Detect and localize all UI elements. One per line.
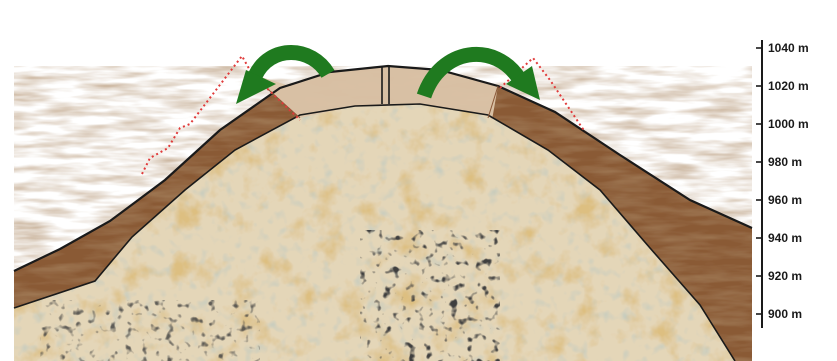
scale-tick-label: 980 m [768, 155, 802, 169]
scale-tick-label: 940 m [768, 231, 802, 245]
scale-tick-label: 900 m [768, 307, 802, 321]
elevation-scale: 1040 m 1020 m 1000 m 980 m 960 m 940 m 920 m 90… [756, 40, 809, 328]
scale-tick-label: 920 m [768, 269, 802, 283]
scale-tick-label: 1020 m [768, 79, 809, 93]
scale-tick-label: 1000 m [768, 117, 809, 131]
scale-tick-label: 1040 m [768, 41, 809, 55]
scale-tick-label: 960 m [768, 193, 802, 207]
